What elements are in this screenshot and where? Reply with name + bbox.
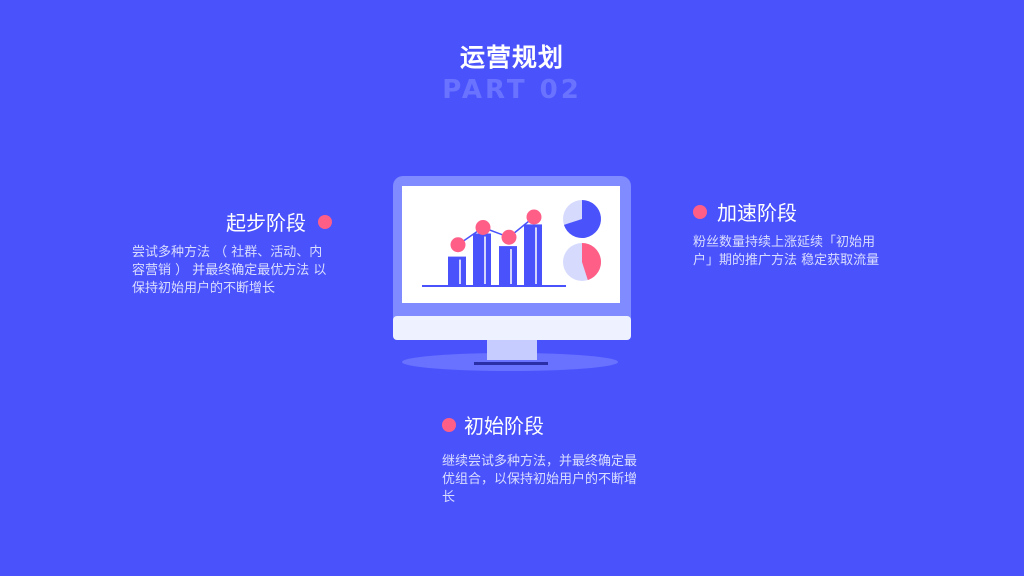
stage-initial: 初始阶段 继续尝试多种方法，并最终确定最优组合，以保持初始用户的不断增长 bbox=[442, 410, 642, 507]
pie-chart-slice bbox=[582, 243, 601, 281]
stage-accelerate: 加速阶段 粉丝数量持续上涨延续「初始用户」期的推广方法 稳定获取流量 bbox=[693, 197, 893, 270]
chart-bar bbox=[524, 224, 542, 286]
chart-trend-line bbox=[457, 216, 535, 246]
stage-accelerate-description: 粉丝数量持续上涨延续「初始用户」期的推广方法 稳定获取流量 bbox=[693, 235, 880, 268]
stage-accelerate-title: 加速阶段 bbox=[717, 201, 797, 225]
stage-initial-description: 继续尝试多种方法，并最终确定最优组合，以保持初始用户的不断增长 bbox=[442, 454, 638, 505]
stage-start-heading: 起步阶段 bbox=[132, 207, 332, 236]
page-subtitle: PART 02 bbox=[442, 75, 582, 105]
bullet-dot-icon bbox=[318, 214, 332, 229]
chart-bar bbox=[448, 256, 466, 286]
monitor-bottom-bezel bbox=[393, 316, 631, 340]
chart-point bbox=[501, 229, 517, 245]
stage-start-description: 尝试多种方法 （ 社群、活动、内容营销 ） 并最终确定最优方法 以保持初始用户的… bbox=[132, 245, 327, 296]
monitor-base bbox=[474, 362, 548, 365]
chart-bar bbox=[473, 233, 491, 286]
chart-point bbox=[450, 237, 466, 253]
monitor-neck bbox=[487, 340, 537, 360]
bullet-dot-icon bbox=[442, 417, 456, 432]
stage-initial-heading: 初始阶段 bbox=[442, 410, 642, 439]
stage-initial-title: 初始阶段 bbox=[464, 414, 544, 438]
stage-start-title: 起步阶段 bbox=[226, 211, 306, 235]
bullet-dot-icon bbox=[693, 204, 707, 219]
pie-chart-slice bbox=[563, 200, 602, 238]
stage-start: 起步阶段 尝试多种方法 （ 社群、活动、内容营销 ） 并最终确定最优方法 以保持… bbox=[132, 207, 332, 298]
monitor-chart-icon bbox=[393, 176, 631, 371]
chart-point bbox=[526, 209, 542, 225]
chart-bar bbox=[499, 246, 517, 286]
monitor-chart-layer bbox=[422, 200, 602, 287]
chart-point bbox=[475, 220, 491, 235]
stage-accelerate-heading: 加速阶段 bbox=[693, 197, 893, 226]
page-title: 运营规划 bbox=[459, 43, 564, 72]
